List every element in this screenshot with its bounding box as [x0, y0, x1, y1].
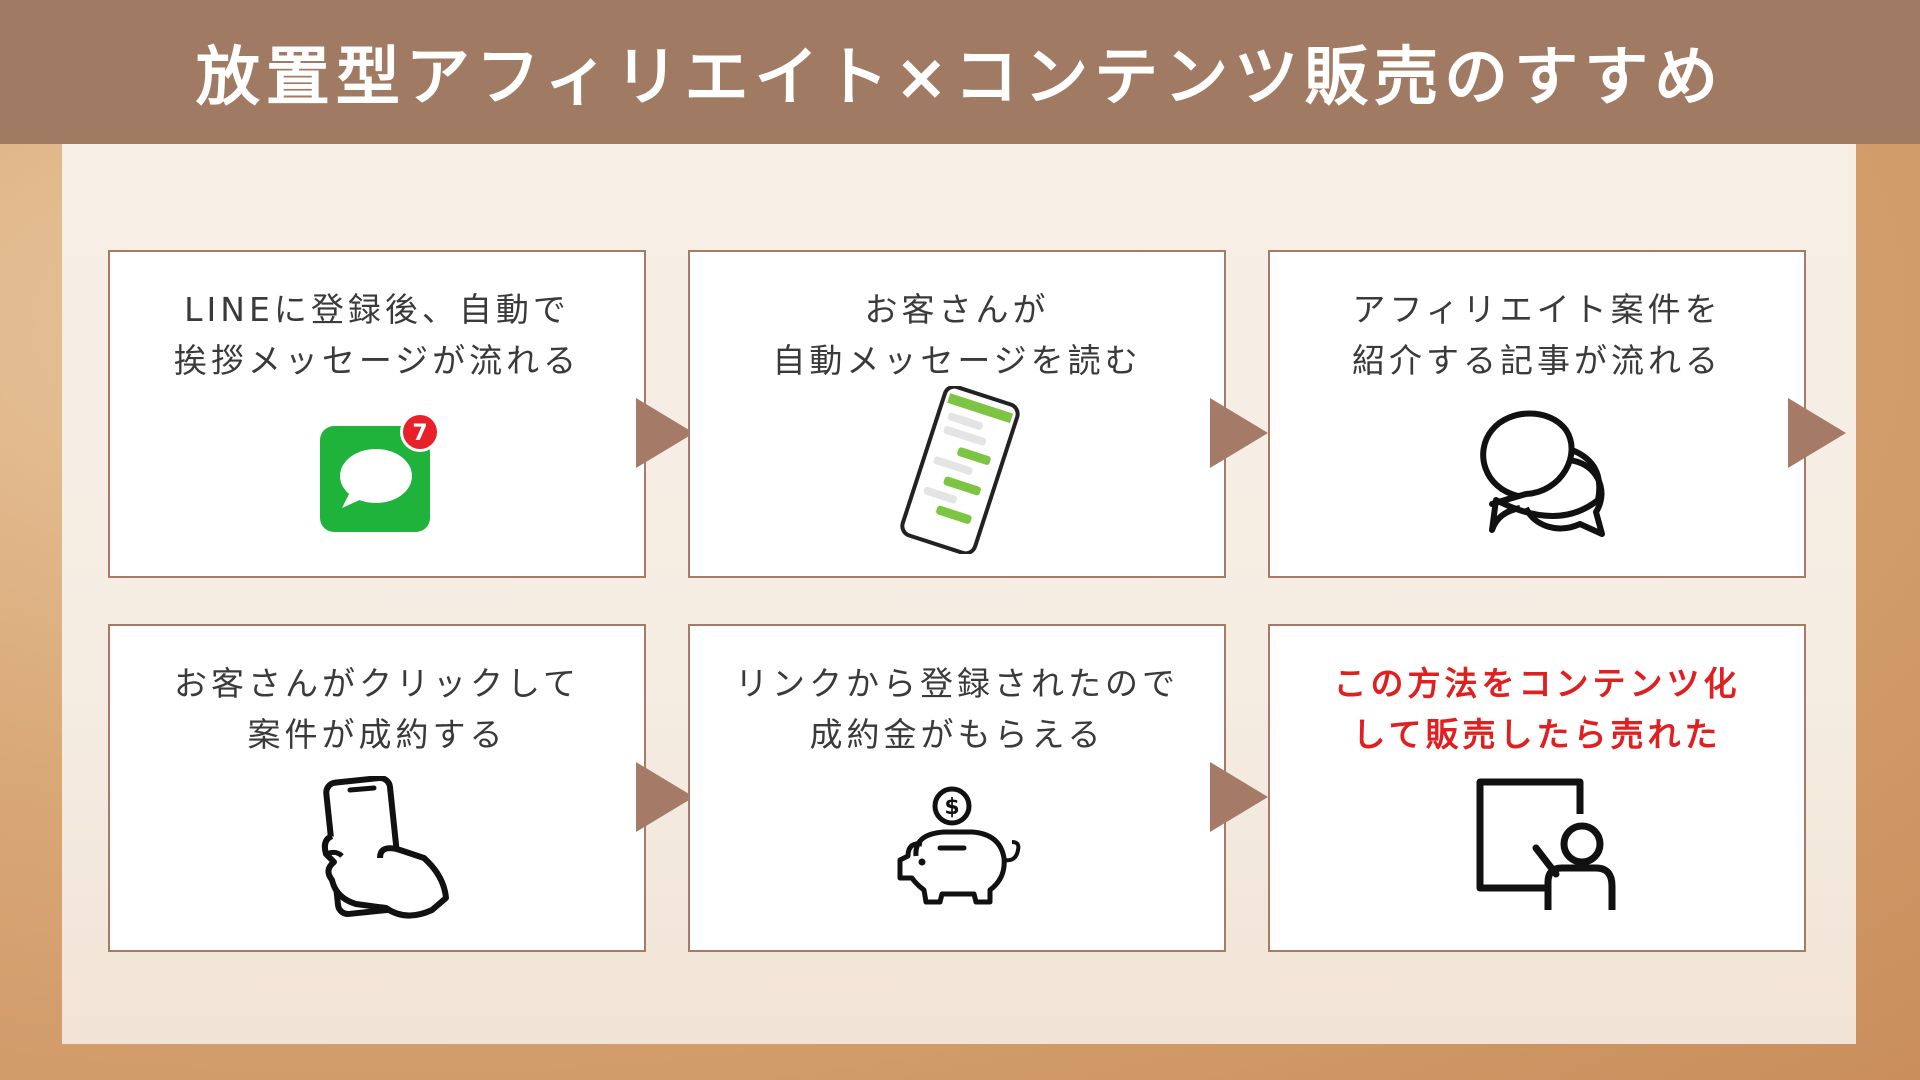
- hand-holding-phone-icon: [321, 776, 449, 919]
- presentation-icon: [1476, 778, 1616, 910]
- step-text-2: お客さんが 自動メッセージを読む: [690, 284, 1224, 386]
- step-6-line-2: して販売したら売れた: [1352, 715, 1722, 754]
- step-text-4: お客さんがクリックして 案件が成約する: [110, 658, 644, 760]
- step-3-line-2: 紹介する記事が流れる: [1352, 341, 1722, 380]
- step-text-5: リンクから登録されたので 成約金がもらえる: [690, 658, 1224, 760]
- step-5-line-1: リンクから登録されたので: [735, 664, 1179, 703]
- step-card-2: お客さんが 自動メッセージを読む: [688, 250, 1226, 578]
- flow-arrow-3: [1788, 398, 1846, 468]
- step-1-line-2: 挨拶メッセージが流れる: [173, 341, 581, 380]
- step-3-line-1: アフィリエイト案件を: [1352, 290, 1722, 329]
- step-4-line-2: 案件が成約する: [247, 715, 507, 754]
- speech-bubbles-icon: [1480, 410, 1605, 537]
- flow-arrow-4: [636, 762, 694, 832]
- step-card-1: LINEに登録後、自動で 挨拶メッセージが流れる 7: [108, 250, 646, 578]
- step-4-line-1: お客さんがクリックして: [173, 664, 580, 703]
- step-text-6: この方法をコンテンツ化 して販売したら売れた: [1270, 658, 1804, 760]
- piggy-bank-icon: $: [897, 786, 1021, 905]
- notification-badge: 7: [412, 421, 427, 446]
- step-1-line-1: LINEに登録後、自動で: [184, 290, 570, 329]
- flow-arrow-1: [636, 398, 694, 468]
- flow-arrow-5: [1210, 762, 1268, 832]
- step-card-5: リンクから登録されたので 成約金がもらえる $: [688, 624, 1226, 952]
- step-text-1: LINEに登録後、自動で 挨拶メッセージが流れる: [110, 284, 644, 386]
- step-5-line-2: 成約金がもらえる: [809, 715, 1105, 754]
- smartphone-chat-icon: [900, 386, 1020, 554]
- step-text-3: アフィリエイト案件を 紹介する記事が流れる: [1270, 284, 1804, 386]
- chat-app-icon: 7: [320, 412, 440, 532]
- step-card-6: この方法をコンテンツ化 して販売したら売れた: [1268, 624, 1806, 952]
- step-2-line-1: お客さんが: [864, 290, 1050, 329]
- step-2-line-2: 自動メッセージを読む: [772, 341, 1142, 380]
- flow-arrow-2: [1210, 398, 1268, 468]
- header-bar: 放置型アフィリエイト×コンテンツ販売のすすめ: [0, 0, 1920, 144]
- step-card-4: お客さんがクリックして 案件が成約する: [108, 624, 646, 952]
- step-card-3: アフィリエイト案件を 紹介する記事が流れる: [1268, 250, 1806, 578]
- dollar-glyph: $: [944, 795, 959, 820]
- page-title: 放置型アフィリエイト×コンテンツ販売のすすめ: [195, 41, 1725, 115]
- step-6-line-1: この方法をコンテンツ化: [1333, 664, 1741, 703]
